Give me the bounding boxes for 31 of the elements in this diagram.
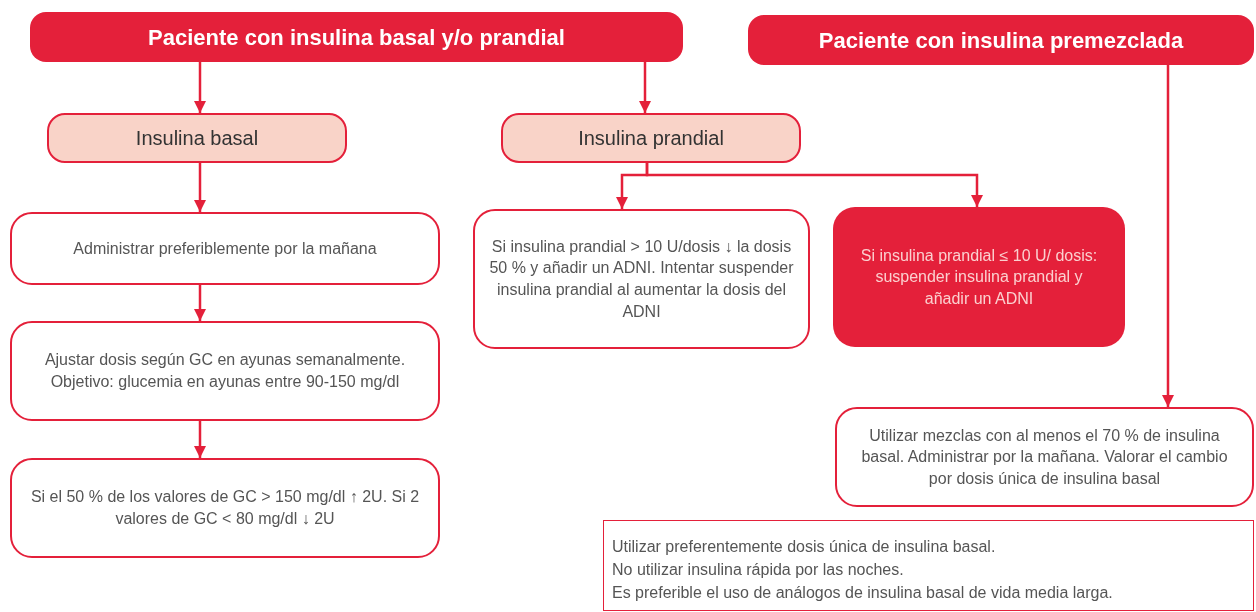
category-box [47,113,347,163]
arrow [638,62,652,113]
node-text: Administrar preferiblemente por la mañana [73,238,377,259]
header-box [30,12,683,62]
node-text: Si insulina prandial ≤ 10 U/ dosis: suspender insulina prandial y añadir un ADNI [859,245,1099,309]
node-text: No utilizar insulina rápida por las noches. [612,559,904,580]
arrow [193,421,207,458]
process-box [10,458,440,558]
node-text: Paciente con insulina basal y/o prandial [148,23,565,52]
arrow [193,62,207,113]
note-box [603,520,1254,611]
arrow [645,163,984,207]
arrow [193,163,207,212]
process-box [473,209,810,349]
node-text: Ajustar dosis según GC en ayunas semanalmente. Objetivo: glucemia en ayunas entre 90-150 mg/dl [43,350,407,392]
node-text: Es preferible el uso de análogos de insulina basal de vida media larga. [612,583,1113,604]
node-text: Utilizar preferentemente dosis única de insulina basal. [612,536,996,557]
category-box [501,113,801,163]
header-box [748,15,1254,65]
node-text: Paciente con insulina premezclada [818,26,1184,55]
process-box [10,212,440,285]
node-text: Insulina basal [135,126,259,151]
arrow [193,285,207,321]
node-text: Si el 50 % de los valores de GC > 150 mg/dl ↑ 2U. Si 2 valores de GC < 80 mg/dl ↓ 2U [29,487,421,529]
node-text: Insulina prandial [578,126,724,151]
node-text: Utilizar mezclas con al menos el 70 % de insulina basal. Administrar por la mañana. Valorar el cambio por dosis única de insulina basal [860,425,1229,489]
arrow [1161,65,1175,407]
node-text: Si insulina prandial > 10 U/dosis ↓ la dosis 50 % y añadir un ADNI. Intentar suspender insulina prandial al aumentar la dosis del ADNI [488,236,795,322]
process-box [835,407,1254,507]
process-box [10,321,440,421]
highlight-box [833,207,1125,347]
